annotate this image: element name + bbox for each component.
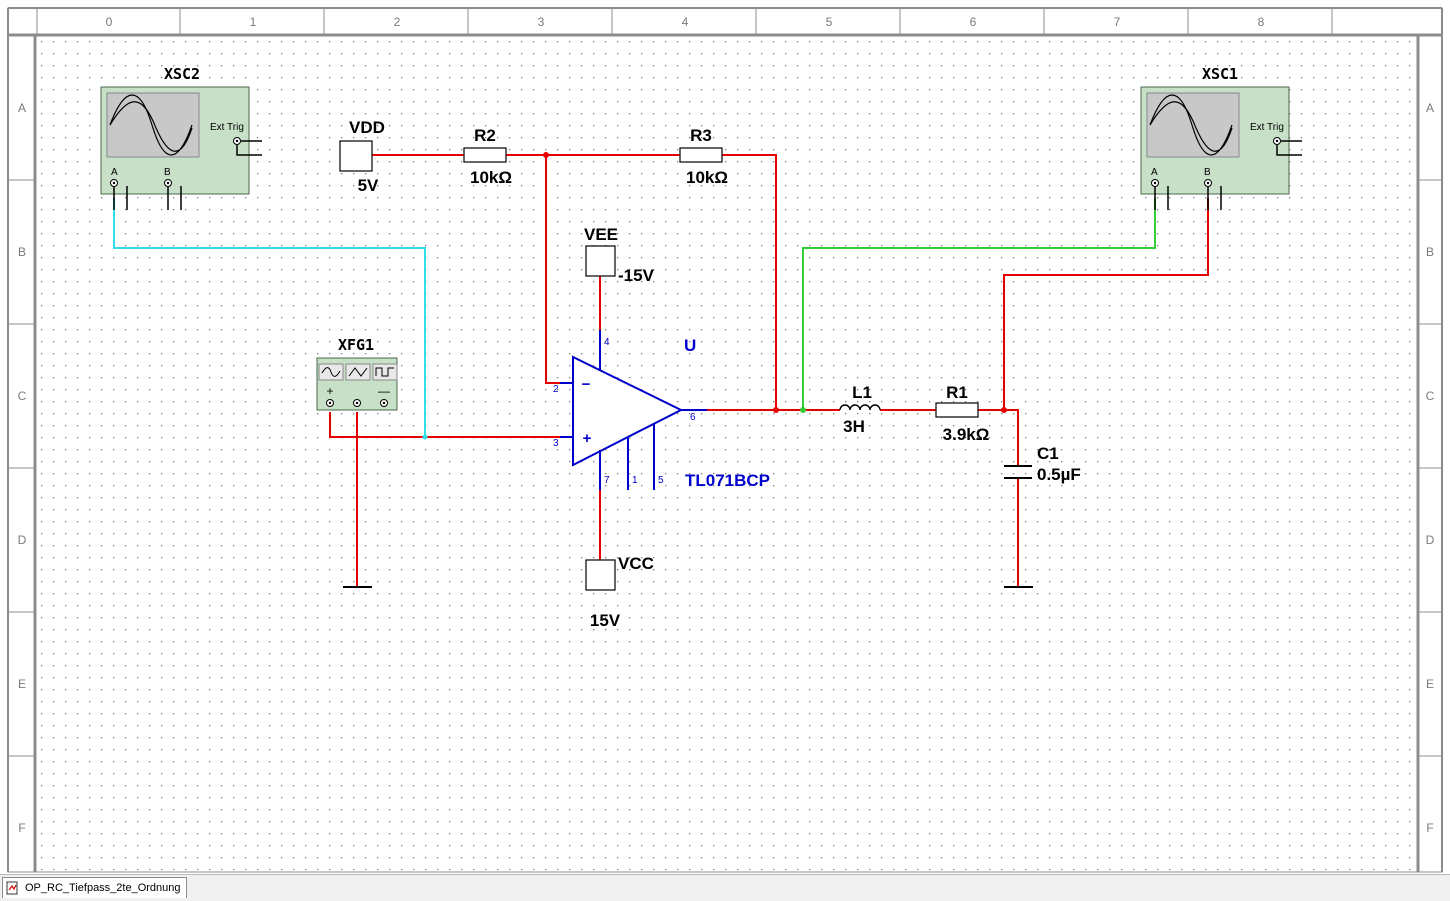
ruler-labels: 0 1 2 3 4 5 6 7 8 A B C D E F A B C D E … xyxy=(18,15,1435,835)
wire-xsc1-a[interactable] xyxy=(802,198,1156,410)
svg-text:+: + xyxy=(326,384,333,398)
sheet-border xyxy=(7,7,1443,873)
ruler-row-c-left: C xyxy=(18,389,27,403)
ruler-col-6: 6 xyxy=(970,15,977,29)
sine-wave-icon[interactable] xyxy=(321,367,341,377)
document-tab-label: OP_RC_Tiefpass_2te_Ordnung xyxy=(25,882,181,894)
opamp-pin-2: 2 xyxy=(553,384,559,395)
source-vcc[interactable]: VCC 15V xyxy=(585,554,654,630)
opamp-minus-label: − xyxy=(582,376,591,393)
ruler-col-4: 4 xyxy=(682,15,689,29)
function-generator-xfg1[interactable]: XFG1 + — xyxy=(316,336,398,411)
junction-dot xyxy=(1001,407,1007,413)
source-vee[interactable]: VEE -15V xyxy=(584,225,655,285)
vcc-value: 15V xyxy=(590,611,621,630)
ruler-col-1: 1 xyxy=(250,15,257,29)
vdd-name: VDD xyxy=(349,118,385,137)
square-wave-icon[interactable] xyxy=(375,367,394,377)
wire-xsc2-a[interactable] xyxy=(113,198,426,437)
opamp-ref: U xyxy=(684,336,696,355)
ruler-row-e-left: E xyxy=(18,677,26,691)
triangle-wave-icon[interactable] xyxy=(348,367,368,377)
xsc2-ch-a-label: A xyxy=(111,167,118,178)
r1-value: 3.9kΩ xyxy=(943,425,990,444)
c1-name: C1 xyxy=(1037,444,1059,463)
xsc1-name: XSC1 xyxy=(1202,65,1238,83)
source-vdd[interactable]: VDD 5V xyxy=(339,118,385,195)
xsc2-ext-trig-label: Ext Trig xyxy=(210,122,244,133)
resistor-r3[interactable]: R3 10kΩ xyxy=(679,126,728,187)
vee-name: VEE xyxy=(584,225,618,244)
opamp-pin-1: 1 xyxy=(632,475,638,486)
svg-text:—: — xyxy=(378,384,390,398)
schematic-file-icon xyxy=(6,881,18,895)
junction-dot xyxy=(773,407,779,413)
ruler-row-f-right: F xyxy=(1426,821,1433,835)
ruler-row-d-right: D xyxy=(1426,533,1435,547)
ruler-row-b-right: B xyxy=(1426,245,1434,259)
ruler-row-a-right: A xyxy=(1426,101,1434,115)
ruler-col-0: 0 xyxy=(106,15,113,29)
vcc-name: VCC xyxy=(618,554,654,573)
opamp-triangle-icon xyxy=(572,355,684,467)
ruler-dividers xyxy=(8,8,1442,757)
r2-name: R2 xyxy=(474,126,496,145)
ruler-col-7: 7 xyxy=(1114,15,1121,29)
vee-value: -15V xyxy=(618,266,655,285)
xsc2-name: XSC2 xyxy=(164,65,200,83)
ruler-row-d-left: D xyxy=(18,533,27,547)
ruler-col-5: 5 xyxy=(826,15,833,29)
oscilloscope-xsc1[interactable]: XSC1 Ext Trig A B xyxy=(1140,65,1302,210)
scope-screen-icon xyxy=(109,94,193,156)
ruler-col-3: 3 xyxy=(538,15,545,29)
wire-xsc1-b[interactable] xyxy=(1003,198,1209,410)
opamp-pin-7: 7 xyxy=(604,475,610,486)
xsc2-ch-b-label: B xyxy=(164,167,171,178)
ruler-col-2: 2 xyxy=(394,15,401,29)
xsc1-ch-a-label: A xyxy=(1151,167,1158,178)
l1-name: L1 xyxy=(852,383,872,402)
vdd-value: 5V xyxy=(358,176,379,195)
ruler-col-8: 8 xyxy=(1258,15,1265,29)
opamp-plus-label: + xyxy=(583,430,592,447)
c1-value: 0.5µF xyxy=(1037,465,1081,484)
resistor-r1[interactable]: R1 3.9kΩ xyxy=(935,383,990,444)
ruler-row-c-right: C xyxy=(1426,389,1435,403)
resistor-r2[interactable]: R2 10kΩ xyxy=(463,126,512,187)
l1-value: 3H xyxy=(843,417,865,436)
document-tab-bar: OP_RC_Tiefpass_2te_Ordnung xyxy=(0,874,1450,901)
r3-value: 10kΩ xyxy=(686,168,728,187)
oscilloscope-xsc2[interactable]: XSC2 Ext Trig A B xyxy=(100,65,262,210)
inductor-coil-icon xyxy=(839,404,881,411)
r1-name: R1 xyxy=(946,383,968,402)
ruler-row-b-left: B xyxy=(18,245,26,259)
ruler-row-e-right: E xyxy=(1426,677,1434,691)
r3-name: R3 xyxy=(690,126,712,145)
opamp-u[interactable]: − + 2 3 4 6 7 1 5 U TL071BCP xyxy=(553,330,770,490)
xsc1-ch-b-label: B xyxy=(1204,167,1211,178)
wire-xfg-plus-to-in[interactable] xyxy=(329,412,573,438)
junction-dot xyxy=(422,434,428,440)
wire-r3-output[interactable] xyxy=(722,154,777,410)
junction-dot xyxy=(800,407,806,413)
inductor-l1[interactable]: L1 3H xyxy=(839,383,881,436)
opamp-pin-3: 3 xyxy=(553,438,559,449)
wire-r1-c1[interactable] xyxy=(978,409,1019,466)
xfg1-name: XFG1 xyxy=(338,336,374,354)
document-tab[interactable]: OP_RC_Tiefpass_2te_Ordnung xyxy=(2,877,187,898)
opamp-pin-5: 5 xyxy=(658,475,664,486)
ruler-row-a-left: A xyxy=(18,101,26,115)
capacitor-c1[interactable]: C1 0.5µF xyxy=(1004,444,1081,484)
scope-screen-icon xyxy=(1149,94,1233,156)
opamp-model: TL071BCP xyxy=(685,471,770,490)
xsc1-ext-trig-label: Ext Trig xyxy=(1250,122,1284,133)
r2-value: 10kΩ xyxy=(470,168,512,187)
ruler-row-f-left: F xyxy=(18,821,25,835)
junctions xyxy=(422,152,1007,440)
opamp-pin-4: 4 xyxy=(604,337,610,348)
junction-dot xyxy=(543,152,549,158)
opamp-pin-6: 6 xyxy=(690,412,696,423)
